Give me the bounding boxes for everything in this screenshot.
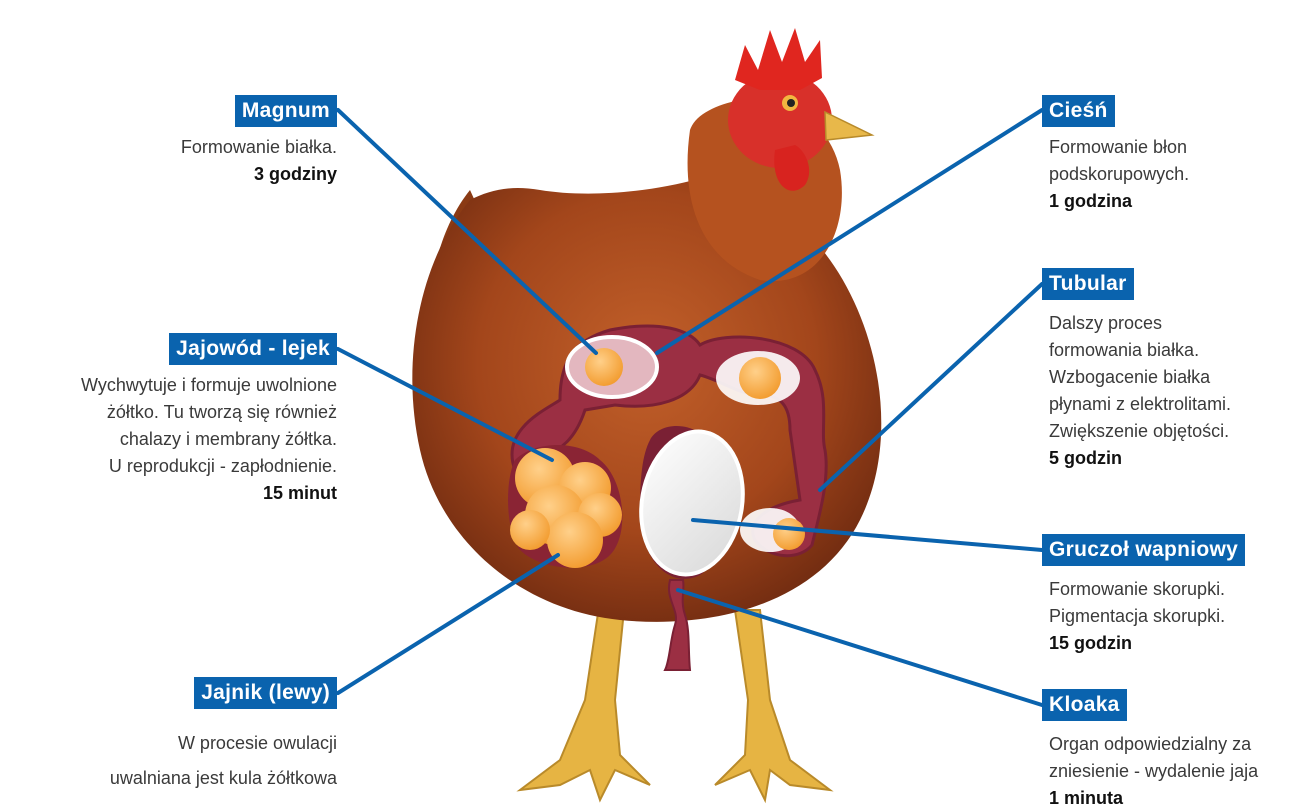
jajowod-line-3: chalazy i membrany żółtka. [81,426,337,453]
jajnik-line-2: uwalniana jest kula żółtkowa [110,761,337,796]
leader-gruczol [693,520,1042,550]
tubular-line-3: Wzbogacenie białka [1049,364,1231,391]
label-kloaka-title: Kloaka [1042,689,1127,721]
tubular-line-5: Zwiększenie objętości. [1049,418,1231,445]
ciesn-line-2: podskorupowych. [1049,161,1189,188]
leader-tubular [820,284,1042,490]
magnum-duration: 3 godziny [181,161,337,188]
jajnik-line-1: W procesie owulacji [110,726,337,761]
label-magnum-title: Magnum [235,95,337,127]
tubular-line-2: formowania białka. [1049,337,1231,364]
gruczol-line-1: Formowanie skorupki. [1049,576,1225,603]
gruczol-line-2: Pigmentacja skorupki. [1049,603,1225,630]
leader-kloaka [678,590,1042,705]
label-jajnik-desc: W procesie owulacji uwalniana jest kula … [110,726,337,796]
jajowod-line-1: Wychwytuje i formuje uwolnione [81,372,337,399]
jajowod-duration: 15 minut [81,480,337,507]
label-gruczol-title: Gruczoł wapniowy [1042,534,1245,566]
label-jajowod-title: Jajowód - lejek [169,333,337,365]
kloaka-line-2: zniesienie - wydalenie jaja [1049,758,1258,785]
leader-magnum [338,110,596,353]
tubular-line-1: Dalszy proces [1049,310,1231,337]
label-ciesn-title: Cieśń [1042,95,1115,127]
label-jajowod-desc: Wychwytuje i formuje uwolnione żółtko. T… [81,372,337,507]
label-magnum-desc: Formowanie białka. 3 godziny [181,134,337,188]
magnum-line-1: Formowanie białka. [181,134,337,161]
ciesn-line-1: Formowanie błon [1049,134,1189,161]
label-kloaka-desc: Organ odpowiedzialny za zniesienie - wyd… [1049,731,1258,812]
leader-jajowod [338,349,552,460]
leader-ciesn [657,110,1042,353]
label-tubular-desc: Dalszy proces formowania białka. Wzbogac… [1049,310,1231,472]
jajowod-line-4: U reprodukcji - zapłodnienie. [81,453,337,480]
gruczol-duration: 15 godzin [1049,630,1225,657]
label-tubular-title: Tubular [1042,268,1134,300]
label-jajnik-title: Jajnik (lewy) [194,677,337,709]
tubular-duration: 5 godzin [1049,445,1231,472]
label-gruczol-desc: Formowanie skorupki. Pigmentacja skorupk… [1049,576,1225,657]
kloaka-duration: 1 minuta [1049,785,1258,812]
jajowod-line-2: żółtko. Tu tworzą się również [81,399,337,426]
tubular-line-4: płynami z elektrolitami. [1049,391,1231,418]
label-ciesn-desc: Formowanie błon podskorupowych. 1 godzin… [1049,134,1189,215]
ciesn-duration: 1 godzina [1049,188,1189,215]
leader-jajnik [338,555,558,693]
kloaka-line-1: Organ odpowiedzialny za [1049,731,1258,758]
